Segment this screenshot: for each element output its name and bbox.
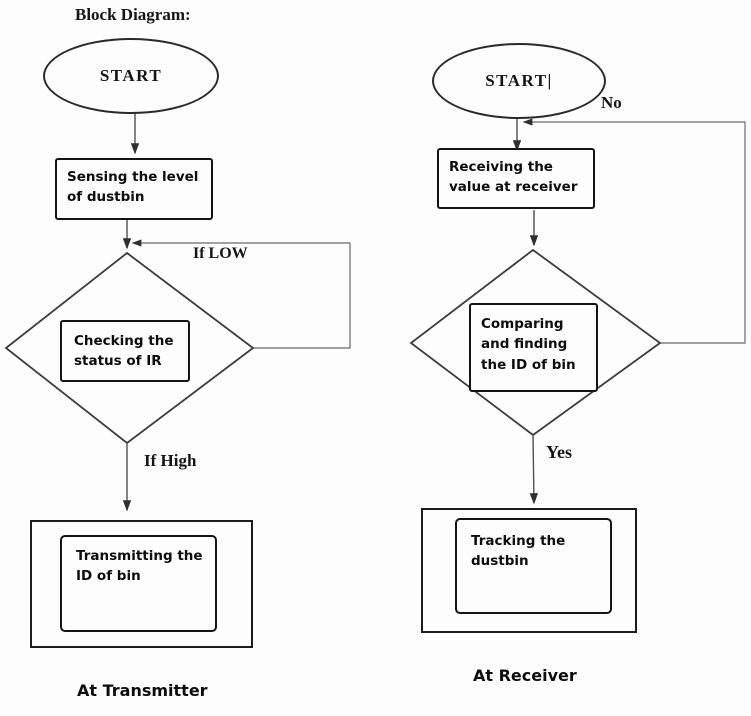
receiver-receiving-process-box: Receiving the value at receiver	[437, 148, 595, 209]
receiver-decision-text-box: Comparing and finding the ID of bin	[469, 303, 598, 392]
transmitter-if-low-label: If LOW	[193, 245, 248, 262]
transmitter-start-label: START	[99, 66, 163, 85]
receiver-no-loop-line	[522, 118, 746, 344]
receiver-start-label: START|	[485, 71, 553, 90]
transmitter-caption: At Transmitter	[77, 681, 208, 700]
receiver-caption: At Receiver	[473, 666, 577, 685]
transmitter-sensing-process-box: Sensing the level of dustbin	[55, 158, 213, 220]
transmitter-if-high-label: If High	[144, 451, 197, 470]
transmitter-start-terminal: START	[43, 38, 219, 114]
receiver-start-terminal: START|	[432, 43, 606, 119]
diagram-title: Block Diagram:	[75, 5, 191, 24]
transmitter-output-inner-box: Transmitting the ID of bin	[60, 535, 217, 632]
receiver-output-inner-box: Tracking the dustbin	[455, 518, 612, 614]
transmitter-if-low-loop-line	[131, 239, 351, 349]
receiver-no-label: No	[601, 93, 622, 112]
receiver-yes-label: Yes	[546, 442, 572, 462]
transmitter-decision-text-box: Checking the status of IR	[60, 320, 190, 382]
receiver-decision-to-step2-arrow	[529, 434, 539, 505]
